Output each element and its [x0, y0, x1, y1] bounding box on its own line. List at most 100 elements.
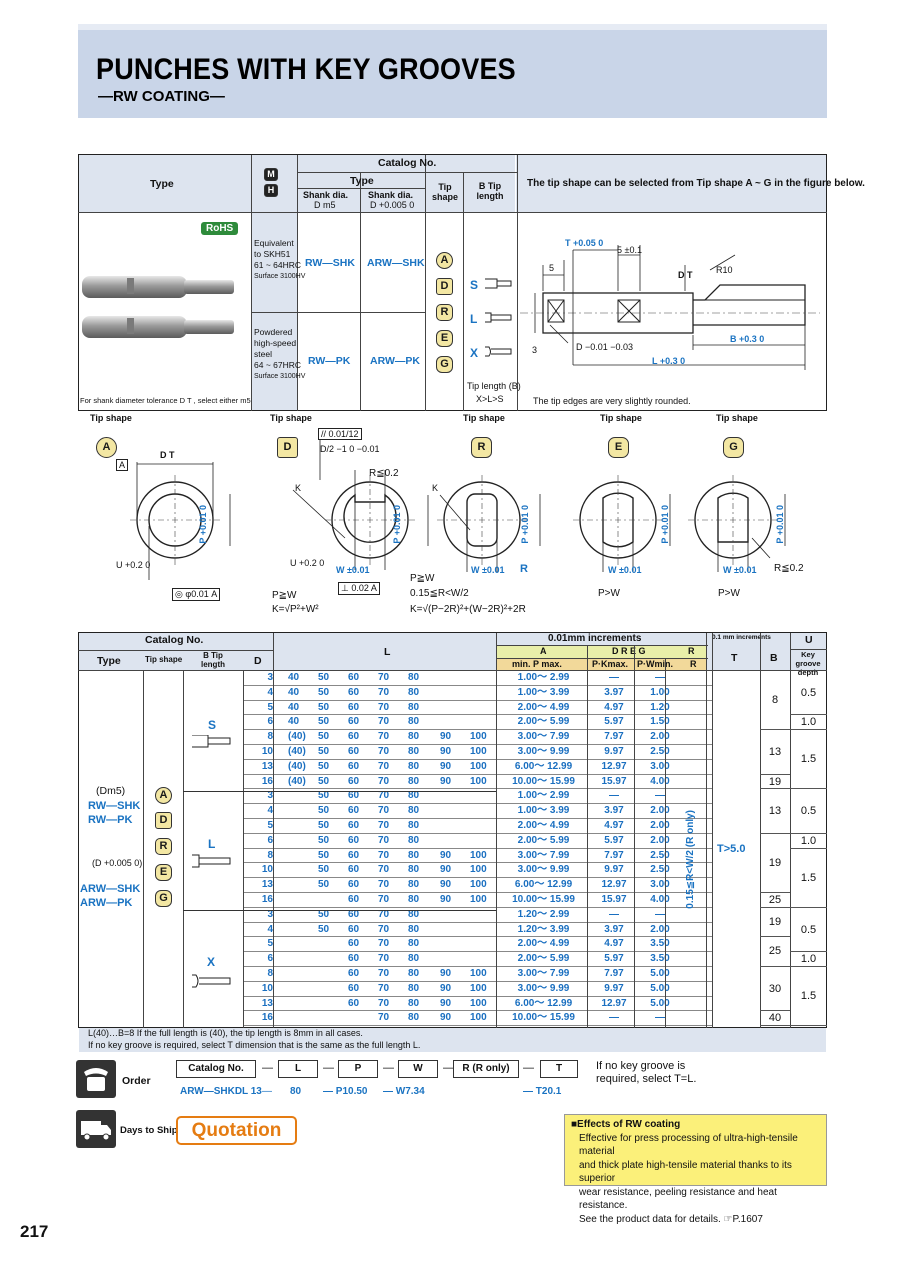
order-l[interactable]: L [278, 1060, 318, 1078]
header-banner: PUNCHES WITH KEY GROOVES —RW COATING— [78, 24, 827, 118]
cell-d: 10 [261, 864, 273, 876]
cell-pkmax: 7.97 [604, 849, 624, 861]
cell-a: 3.00～ 7.99 [517, 731, 570, 743]
order-p[interactable]: P [338, 1060, 378, 1078]
cell-pwmin: — [655, 672, 665, 683]
cell-l: 50 [318, 923, 330, 935]
ann-d-r: R≦0.2 [369, 468, 399, 479]
cell-a: 6.00～ 12.99 [514, 997, 573, 1009]
u-group-cell: 0.5 [790, 789, 827, 834]
cell-l: 80 [408, 686, 420, 698]
spec-group-l: L [208, 837, 216, 851]
cell-l: 90 [440, 849, 452, 861]
cell-pkmax: 5.97 [604, 953, 624, 965]
cell-l: 90 [440, 982, 452, 994]
dim-l-plus: L +0.3 0 [652, 356, 686, 366]
spec-min-p-max: min. P max. [512, 659, 562, 669]
grid-line [706, 633, 707, 1028]
ann-e-p: P +0.01 0 [660, 505, 670, 544]
cell-l: 60 [348, 968, 360, 979]
type-rwpk-spec: RW—PK [88, 814, 133, 826]
tip-length-s: S [470, 278, 479, 292]
t-value: T>5.0 [717, 843, 746, 855]
cell-l: 90 [440, 894, 452, 905]
cell-l: 100 [470, 997, 487, 1009]
spec-t-col: T [731, 652, 738, 664]
cell-l: 60 [348, 686, 360, 698]
ann-a-p: P +0.01 0 [198, 505, 208, 544]
spec-l: L [384, 646, 391, 658]
cell-l: 70 [378, 923, 390, 935]
ann-g-r: R≦0.2 [774, 563, 804, 574]
spec-hdr-a: A [540, 646, 547, 656]
grid-line [496, 633, 497, 1028]
grid-line [634, 646, 635, 1028]
cell-a: 1.20～ 3.99 [517, 923, 570, 935]
shape-a-badge: A [436, 252, 453, 269]
effects-note: ■Effects of RW coating Effective for pre… [564, 1114, 827, 1225]
cell-l: 90 [440, 746, 452, 757]
material-m-badge: M [264, 168, 278, 181]
note-r-2: 0.15≦R<W/2 [410, 588, 469, 599]
spec-shape-g: G [155, 890, 172, 907]
order-r[interactable]: R (R only) [453, 1060, 519, 1078]
cell-d: 5 [267, 938, 273, 950]
cell-a: 10.00～ 15.99 [512, 775, 575, 787]
cell-pkmax: — [609, 1012, 619, 1024]
cell-d: 4 [267, 805, 273, 817]
tip-shape-heading: Tip shape [431, 182, 458, 202]
cell-pkmax: 4.97 [604, 938, 624, 950]
grid-line [243, 671, 244, 1028]
b-group-cell: 13 [760, 789, 790, 834]
quotation-badge: Quotation [176, 1116, 297, 1145]
note-d-2: K=√P²+W² [272, 604, 319, 615]
ann-d-k: K [295, 483, 302, 493]
order-w[interactable]: W [398, 1060, 438, 1078]
shank-dia-2-sub: D +0.005 0 [370, 200, 415, 210]
cell-l: 50 [318, 820, 330, 831]
cell-pwmin: 2.00 [650, 820, 670, 831]
cell-l: 70 [378, 982, 390, 994]
cell-l: 50 [318, 849, 330, 861]
cell-l: 90 [440, 968, 452, 979]
cell-l: 60 [348, 820, 360, 831]
catalog-no-heading: Catalog No. [378, 157, 437, 169]
grid-line [587, 646, 588, 1028]
cell-l: (40) [288, 731, 306, 743]
page-title: PUNCHES WITH KEY GROOVES [96, 52, 516, 86]
cell-pkmax: 5.97 [604, 716, 624, 728]
order-catalog-no[interactable]: Catalog No. [176, 1060, 256, 1078]
cell-l: 90 [440, 879, 452, 891]
cell-l: 80 [408, 968, 420, 979]
u-group-cell: 0.5 [790, 908, 827, 953]
spec-hdr-deg: D R E G [612, 646, 646, 656]
cell-pkmax: — [609, 908, 619, 920]
cell-l: 40 [288, 686, 300, 698]
order-t[interactable]: T [540, 1060, 578, 1078]
grid-line [183, 909, 496, 911]
tip-shape-label-a: Tip shape [90, 413, 132, 423]
cell-d: 16 [261, 894, 273, 905]
grid-line [760, 633, 761, 1028]
cell-a: 2.00～ 4.99 [517, 701, 570, 713]
u-group-cell: 1.5 [790, 967, 827, 1027]
tip-note: The tip shape can be selected from Tip s… [527, 178, 865, 189]
cell-a: 2.00～ 4.99 [517, 820, 570, 831]
cell-a: 2.00～ 5.99 [517, 716, 570, 728]
b-group-cell: 25 [760, 893, 790, 908]
cell-d: 10 [261, 746, 273, 757]
ann-d-p: P +0.01 0 [392, 505, 402, 544]
cell-l: 50 [318, 790, 330, 802]
cell-l: 80 [408, 938, 420, 950]
type-heading: Type [350, 175, 374, 187]
spec-b-tip-length: B Tip length [201, 651, 225, 669]
cell-d: 8 [267, 968, 273, 979]
spec-r-col: R [690, 659, 697, 669]
spec-pwmin: P·Wmin. [637, 659, 673, 669]
spec-tip-icons [192, 735, 231, 988]
order-example-l: 80 [290, 1086, 302, 1097]
cell-a: 1.00～ 3.99 [517, 805, 570, 817]
